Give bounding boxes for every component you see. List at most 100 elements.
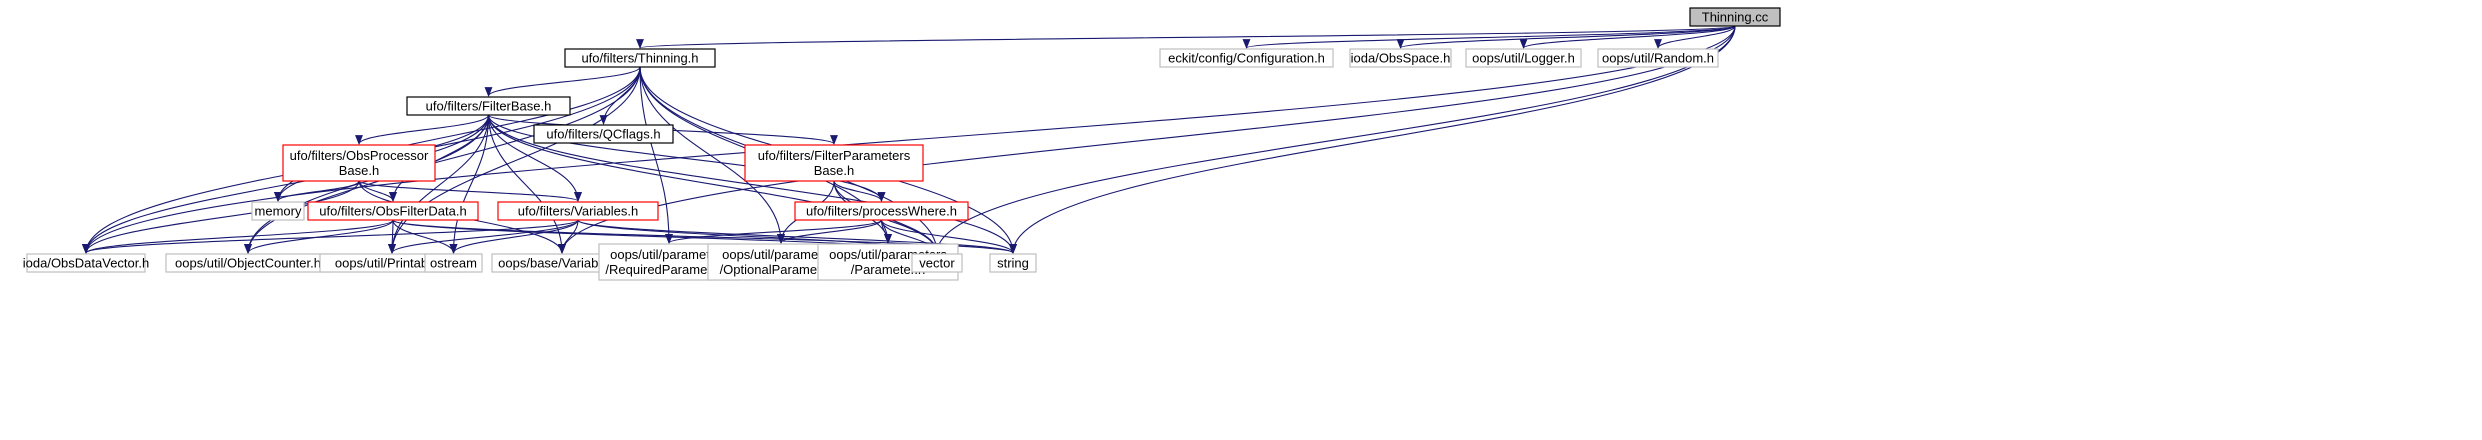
node-ioda-obsspace: ioda/ObsSpace.h <box>1349 48 1452 68</box>
node-label: Base.h <box>814 163 854 178</box>
dependency-edge-thinning_h-to-oops_optionalparam <box>639 66 785 244</box>
dependency-edge-obsproc_h-to-obsfilterdata_h <box>358 180 397 202</box>
edge-path <box>777 219 883 244</box>
edge-path <box>388 219 579 254</box>
node-label: oops/util/ObjectCounter.h <box>175 256 321 271</box>
edge-path <box>244 66 641 254</box>
dependency-edge-processwhere_h-to-oops_requiredparam <box>665 219 883 244</box>
dependency-edge-filterbase_h-to-variables_h <box>487 114 582 202</box>
edge-path <box>637 25 1736 49</box>
node-label: ufo/filters/Variables.h <box>518 204 638 219</box>
edge-path <box>449 114 490 254</box>
edge-path <box>487 114 941 254</box>
node-label: string <box>997 256 1029 271</box>
dependency-edge-thinning_cc-to-ioda_obsspace <box>1396 25 1736 49</box>
dependency-edge-variables_h-to-ioda_obsdatavector <box>82 219 579 254</box>
node-label: oops/util/Printable.h <box>335 256 449 271</box>
node-label: /Parameter.h <box>851 262 925 277</box>
node-label: /OptionalParameter.h <box>720 262 843 277</box>
node-label: /RequiredParameter.h <box>605 262 732 277</box>
node-vector: vector <box>911 253 963 273</box>
node-oops-logger: oops/util/Logger.h <box>1465 48 1582 68</box>
node-box <box>424 253 483 273</box>
dependency-edge-thinning_cc-to-thinning_h <box>637 25 1736 49</box>
node-string: string <box>989 253 1037 273</box>
dependency-edge-filterparams_h-to-processwhere_h <box>833 180 886 202</box>
node-thinning-cc[interactable]: Thinning.cc <box>1689 7 1781 27</box>
node-filterbase-h[interactable]: ufo/filters/FilterBase.h <box>406 96 571 116</box>
node-label: Thinning.cc <box>1702 10 1769 25</box>
dependency-edge-filterbase_h-to-obsproc_h <box>355 114 490 145</box>
edge-path <box>82 219 394 254</box>
dependency-edge-filterbase_h-to-processwhere_h <box>487 114 886 202</box>
node-box <box>1465 48 1582 68</box>
dependency-edge-thinning_h-to-filterbase_h <box>484 66 641 97</box>
edge-path <box>639 66 785 244</box>
node-label: eckit/config/Configuration.h <box>1168 51 1325 66</box>
edge-path <box>1519 25 1736 49</box>
node-box <box>744 144 924 182</box>
node-label: oops/base/Variables.h <box>498 256 626 271</box>
node-label: ufo/filters/ObsFilterData.h <box>319 204 466 219</box>
edge-path <box>358 180 397 202</box>
dependency-edge-obsfilterdata_h-to-ioda_obsdatavector <box>82 219 394 254</box>
edge-path <box>82 25 1736 254</box>
node-oops-random: oops/util/Random.h <box>1597 48 1719 68</box>
dependency-edge-obsproc_h-to-ioda_obsdatavector <box>82 180 360 254</box>
dependency-edge-filterbase_h-to-ostream <box>449 114 490 254</box>
edge-path <box>82 180 360 254</box>
node-box <box>533 124 674 144</box>
node-label: Base.h <box>339 163 379 178</box>
nodes-layer: Thinning.cc ufo/filters/Thinning.h eckit/c… <box>23 7 1781 281</box>
node-box <box>406 96 571 116</box>
node-eckit-config: eckit/config/Configuration.h <box>1159 48 1334 68</box>
node-box <box>1159 48 1334 68</box>
node-label: ufo/filters/FilterParameters <box>758 148 911 163</box>
node-box <box>911 253 963 273</box>
node-label: oops/util/parameters <box>722 247 840 262</box>
node-box <box>989 253 1037 273</box>
node-label: ioda/ObsSpace.h <box>1351 51 1451 66</box>
node-box <box>1349 48 1452 68</box>
node-processwhere-h[interactable]: ufo/filters/processWhere.h <box>794 201 969 221</box>
node-label: oops/util/parameters <box>610 247 728 262</box>
edge-path <box>355 114 490 145</box>
dependency-edge-thinning_h-to-oops_requiredparam <box>639 66 673 244</box>
edge-path <box>274 180 360 202</box>
node-box <box>26 253 146 273</box>
dependency-edge-thinning_cc-to-ioda_obsdatavector <box>82 25 1736 254</box>
node-qcflags-h[interactable]: ufo/filters/QCflags.h <box>533 124 674 144</box>
dependency-edge-variables_h-to-ostream <box>449 219 579 254</box>
edge-path <box>1654 25 1736 49</box>
edge-path <box>1396 25 1736 49</box>
edge-path <box>244 219 394 254</box>
edge-path <box>1243 25 1736 49</box>
dependency-edge-variables_h-to-oops_base_variables <box>558 219 579 254</box>
node-box <box>1689 7 1781 27</box>
dependency-edge-obsfilterdata_h-to-oops_objectcounter <box>244 219 394 254</box>
node-label: memory <box>255 204 302 219</box>
node-box <box>564 48 716 68</box>
dependency-edge-variables_h-to-oops_printable <box>388 219 579 254</box>
dependency-edge-obsproc_h-to-memory <box>274 180 360 202</box>
node-label: ufo/filters/ObsProcessor <box>290 148 429 163</box>
node-obsfilterdata-h[interactable]: ufo/filters/ObsFilterData.h <box>307 201 479 221</box>
node-variables-h[interactable]: ufo/filters/Variables.h <box>497 201 659 221</box>
dependency-edge-filterbase_h-to-oops_printable <box>388 114 490 254</box>
edge-path <box>487 114 1017 254</box>
dependency-edge-obsproc_h-to-variables_h <box>358 180 582 202</box>
node-ioda-obsdatavector: ioda/ObsDataVector.h <box>23 253 149 273</box>
node-label: ufo/filters/QCflags.h <box>546 127 660 142</box>
node-oops-objectcounter: oops/util/ObjectCounter.h <box>165 253 331 273</box>
edge-path <box>558 219 579 254</box>
edge-path <box>388 114 490 254</box>
node-label: oops/util/Random.h <box>1602 51 1714 66</box>
dependency-edge-thinning_cc-to-oops_random <box>1654 25 1736 49</box>
edge-path <box>82 114 490 254</box>
edge-path <box>665 219 883 244</box>
node-label: ioda/ObsDataVector.h <box>23 256 149 271</box>
node-thinning-h[interactable]: ufo/filters/Thinning.h <box>564 48 716 68</box>
